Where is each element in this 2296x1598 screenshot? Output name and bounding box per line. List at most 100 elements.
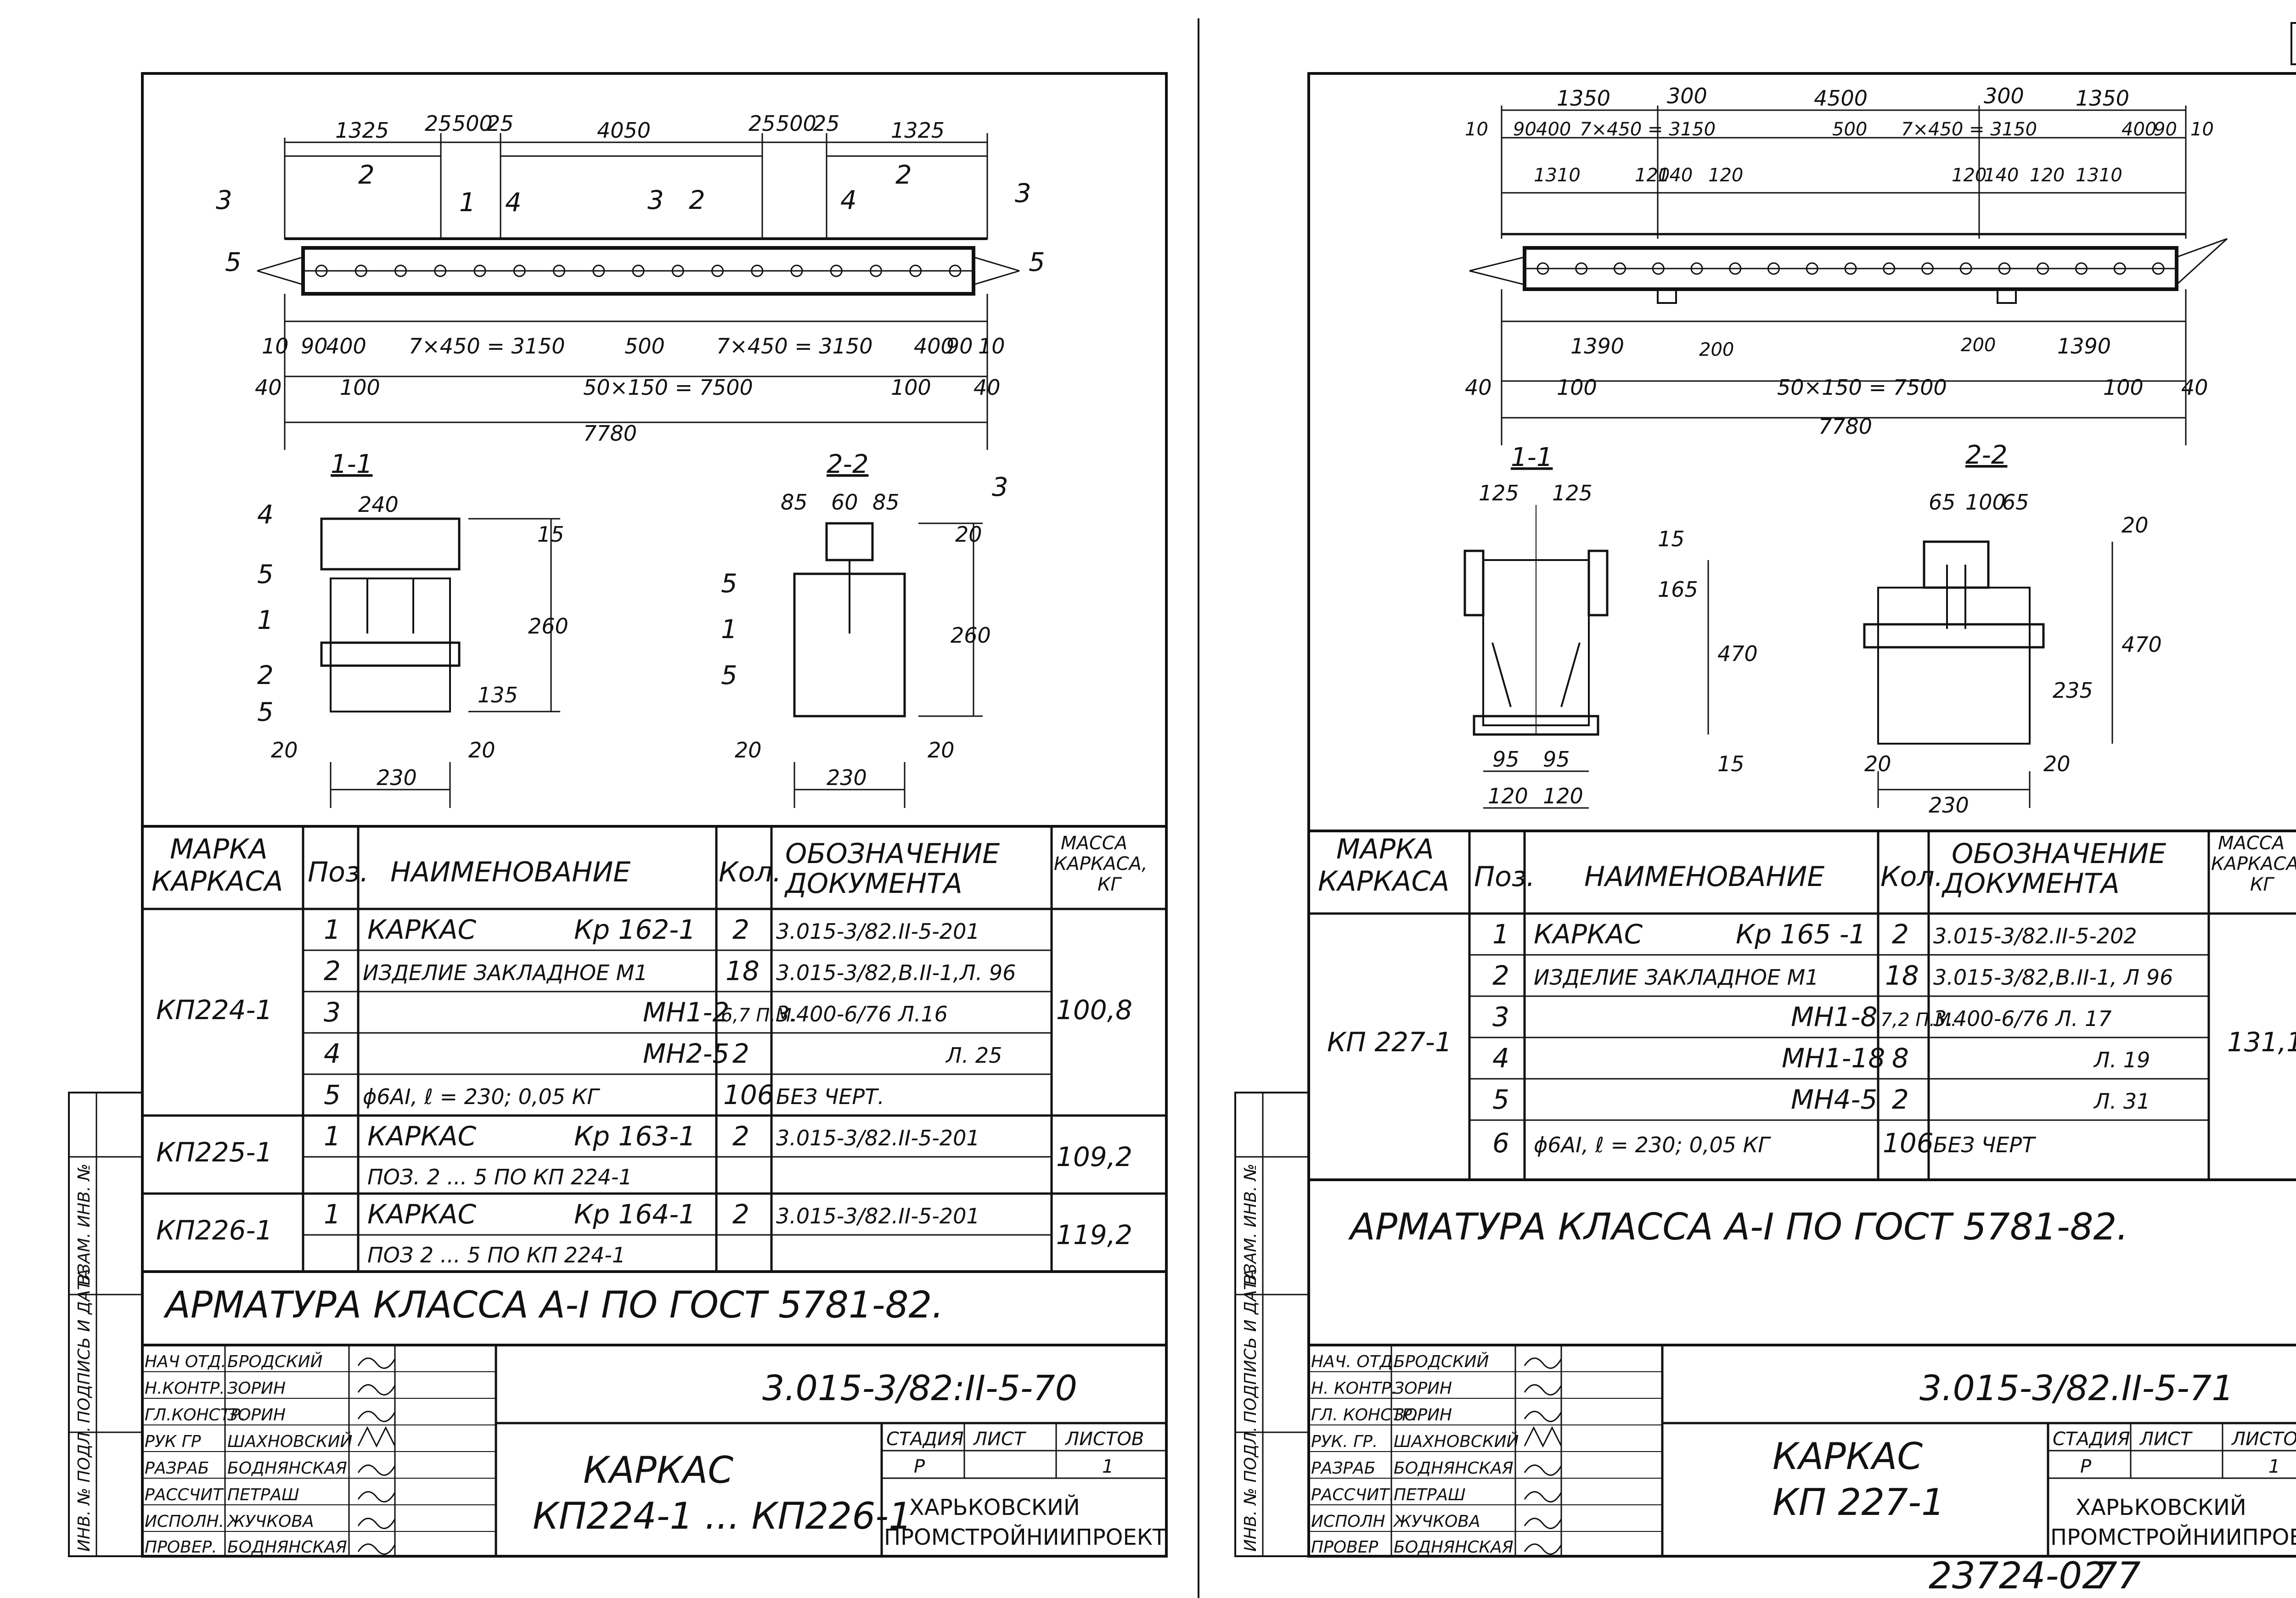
right-dim-top-0: 1350 [1557,86,1610,111]
left-th-name: НАИМЕНОВАНИЕ [390,856,630,888]
right-i5-qty: 106 [1883,1127,1934,1159]
left-r0i4-name: ϕ6АI, ℓ = 230; 0,05 КГ [363,1084,600,1109]
right-role-0: НАЧ. ОТД. [1311,1352,1398,1371]
right-org-2: ПРОМСТРОЙНИИПРОЕКТ [2050,1524,2296,1550]
left-r1i0-name: КАРКАС [367,1121,477,1152]
right-th-mark-1: МАРКА [1336,833,1434,865]
bar-circle [1729,262,1742,275]
right-stage: Р [2080,1456,2092,1477]
left-name-4: БОДНЯНСКАЯ [227,1459,347,1478]
left-callout-3c: 3 [1015,179,1031,208]
right-dim-bot-1: 200 [1699,339,1734,360]
right-sec22-dim-0: 65 [1929,490,1956,515]
right-dim-top2-7: 90 [2154,119,2177,140]
right-th-pos: Поз. [1474,861,1535,893]
right-dim-top2-8: 10 [2190,119,2214,140]
bar-circle [1883,262,1896,275]
right-dim-bot2-4: 40 [2181,375,2208,400]
right-role-6: ИСПОЛН [1311,1512,1385,1531]
bottom-page: 77 [2094,1554,2141,1597]
left-sec22-dim-1: 60 [831,490,858,515]
left-dim-bot-8: 10 [978,334,1005,359]
right-sheets: 1 [2268,1456,2280,1477]
right-sec11-dim-9: 120 [1543,784,1583,808]
left-callout-3a: 3 [216,185,232,215]
right-bar-circles [1536,262,2165,275]
right-i2-doc: 3.400-6/76 Л. 17 [1933,1006,2112,1031]
left-row2-mark: КП226-1 [156,1215,272,1246]
left-sec11-callout-2: 2 [257,661,274,690]
left-r0i2-pos: 3 [324,997,341,1028]
right-th-mass-2: КАРКАСА, [2211,853,2296,875]
left-r0i2-qty: 6,7 П.М. [721,1005,797,1026]
left-callout-5b: 5 [1029,247,1045,277]
right-th-doc-2: ДОКУМЕНТА [1941,868,2120,900]
page-number-box [2290,22,2296,65]
left-th-mark-2: КАРКАСА [152,865,283,897]
left-role-2: ГЛ.КОНСТР. [145,1406,246,1424]
right-dim-top2-5: 7×450 = 3150 [1901,119,2037,140]
left-sec11-title: 1-1 [331,449,372,479]
left-sec11-dim-5: 230 [377,765,417,790]
bar-circle [949,264,962,277]
right-role-3: РУК. ГР. [1311,1432,1378,1451]
left-r0i2-name2: МН1-2 [643,997,729,1028]
left-r0i4-pos: 5 [324,1079,341,1110]
right-dim-top2-1: 90 [1513,119,1536,140]
right-dim-mid-0: 1310 [1534,165,1581,186]
left-r0i3-name2: МН2-5 [643,1038,729,1069]
right-i0-name: КАРКАС [1534,919,1643,950]
left-callout-4a: 4 [505,188,522,218]
right-sec11-dim-8: 120 [1488,784,1528,808]
left-sec11-callout-5a: 5 [257,560,274,589]
left-th-mass-3: КГ [1097,874,1122,895]
left-dim-bot-0: 10 [262,334,289,359]
left-name-5: ПЕТРАШ [227,1486,299,1504]
left-r1i1-name: ПОЗ. 2 ... 5 ПО КП 224-1 [367,1165,632,1189]
left-sec22-callout-3: 3 [992,472,1008,502]
right-sec22-title: 2-2 [1965,440,2007,470]
bar-circle [2075,262,2088,275]
right-dim-bot2-3: 100 [2103,375,2144,400]
right-th-qty: Кол. [1880,861,1943,893]
left-name-3: ШАХНОВСКИЙ [227,1432,352,1451]
left-th-qty: Кол. [719,856,782,888]
left-dim-top-8: 1325 [891,118,945,143]
right-i2-qty: 7,2 П.М. [1880,1009,1957,1031]
left-row0-mark: КП224-1 [156,994,272,1026]
left-sec22-callout-5a: 5 [721,569,737,599]
bar-circle [434,264,447,277]
right-dim-mid-2: 140 [1658,165,1693,186]
left-r1i0-pos: 1 [324,1121,341,1152]
right-sec11-dim-6: 95 [1492,747,1519,772]
left-frame [141,72,1168,1558]
right-dim-top-1: 300 [1667,84,1707,108]
right-i3-pos: 4 [1492,1043,1509,1074]
left-title-2: КП224-1 ... КП226-1 [533,1495,912,1537]
right-note: АРМАТУРА КЛАССА А-I ПО ГОСТ 5781-82. [1348,1206,2128,1248]
right-i5-name: ϕ6АI, ℓ = 230; 0,05 КГ [1534,1133,1771,1157]
left-row0-mass: 100,8 [1056,994,1132,1026]
right-sec11-dim-0: 125 [1479,481,1519,505]
right-dim-mid-6: 120 [2030,165,2065,186]
left-callout-1a: 1 [459,188,476,218]
right-total: 7780 [1818,414,1872,439]
right-org-1: ХАРЬКОВСКИЙ [2076,1494,2246,1520]
right-mark: КП 227-1 [1327,1026,1452,1058]
left-role-7: ПРОВЕР. [145,1538,217,1557]
left-r1i0-doc: 3.015-3/82.II-5-201 [776,1126,980,1150]
left-r0i4-doc: БЕЗ ЧЕРТ. [776,1084,884,1109]
right-role-4: РАЗРАБ [1311,1459,1375,1478]
bar-circle [355,264,367,277]
left-side-label-2: ВЗАМ. ИНВ. № [75,1164,94,1285]
left-sec22-dim-7: 20 [928,738,955,763]
right-th-mass-1: МАССА [2218,833,2285,854]
left-stage-label: СТАДИЯ [886,1429,964,1450]
right-role-7: ПРОВЕР [1311,1538,1379,1557]
right-i4-doc: Л. 31 [2093,1089,2150,1114]
right-dim-top2-2: 400 [1536,119,1571,140]
right-table-grid [1307,830,2296,1181]
right-side-label-0: ИНВ. № ПОДЛ. [1241,1426,1260,1552]
left-name-2: ЗОРИН [227,1406,286,1424]
